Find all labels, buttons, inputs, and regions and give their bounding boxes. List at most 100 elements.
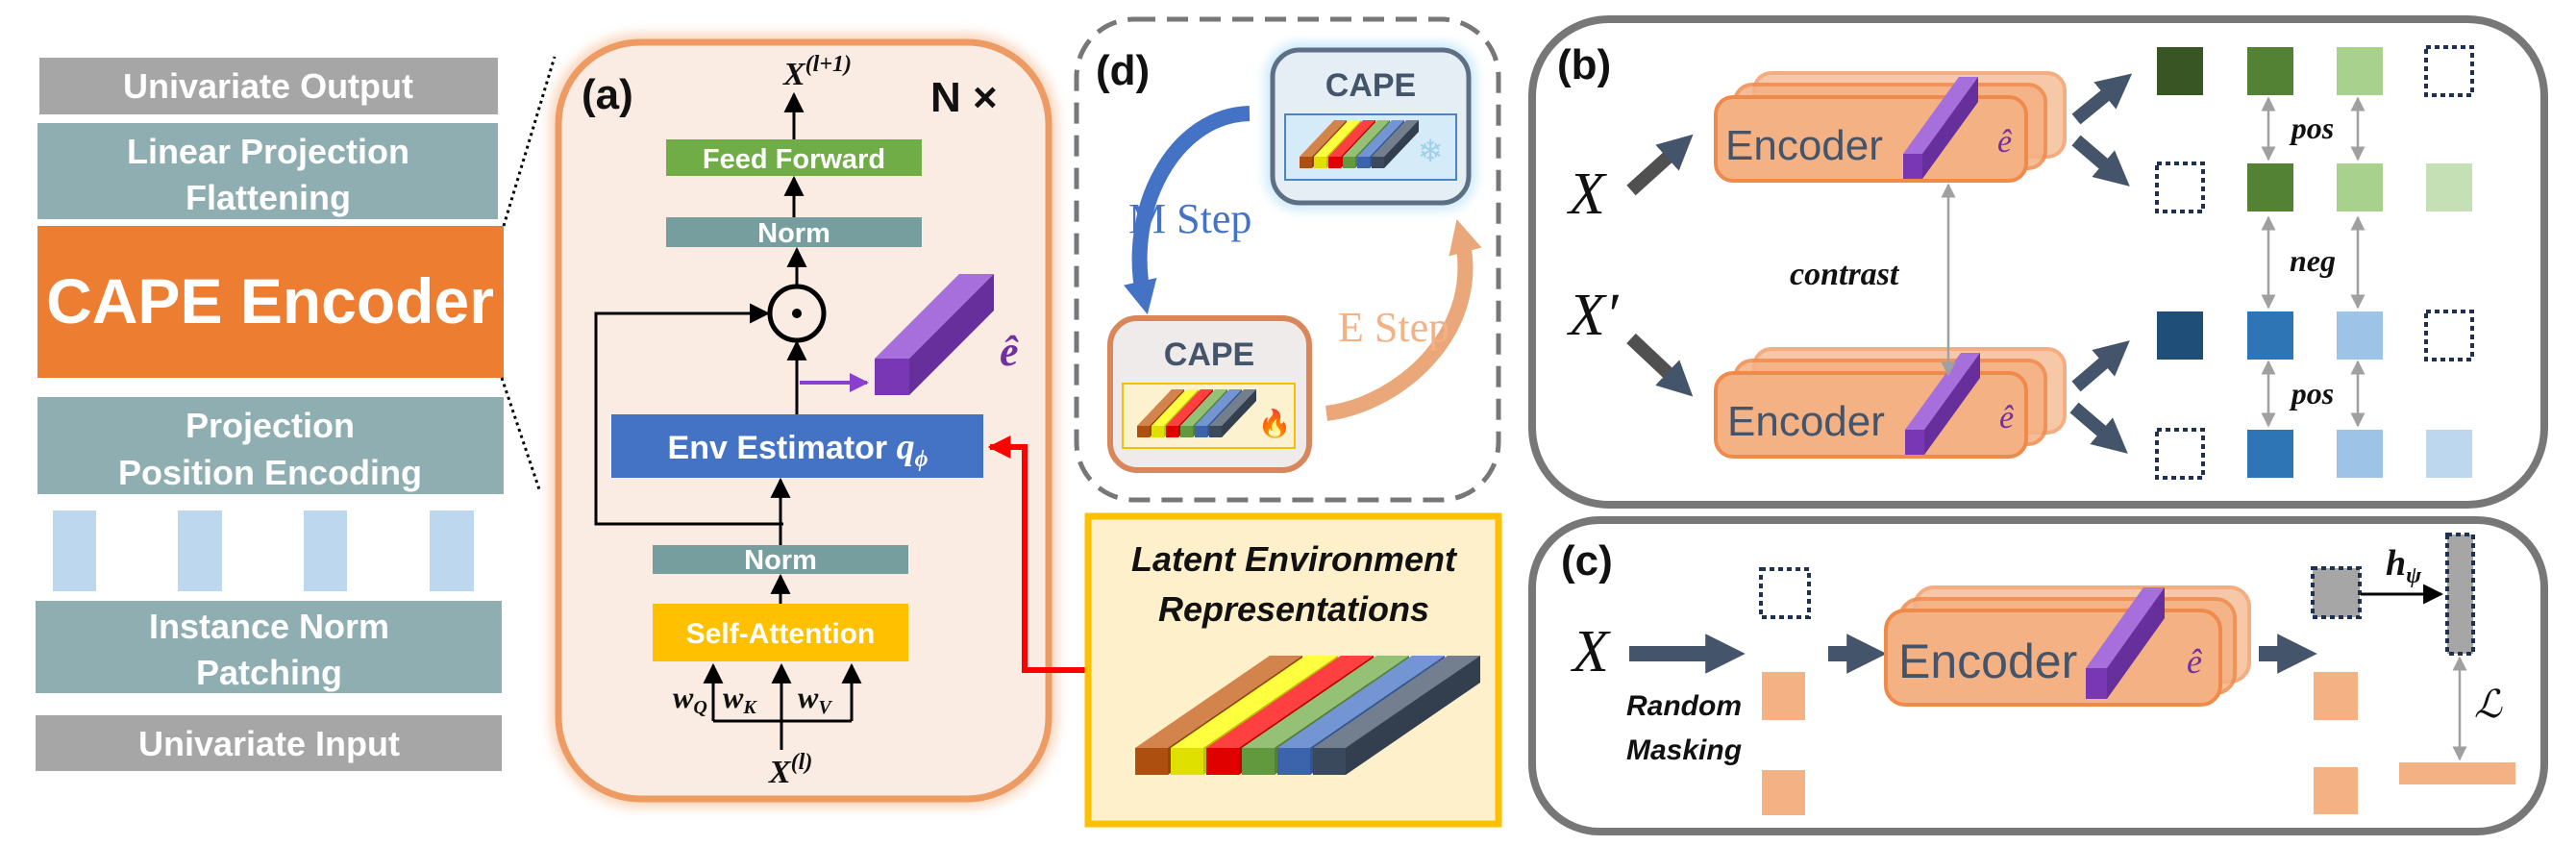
feed-forward-label: Feed Forward	[703, 144, 885, 175]
cape-encoder-label: CAPE Encoder	[46, 265, 494, 336]
weight-q-label: wQ	[673, 680, 707, 718]
feed-forward-block	[666, 139, 922, 176]
bar-front-shade	[1372, 157, 1384, 168]
bar-front-face	[1171, 748, 1203, 775]
cape-top-label: CAPE	[1325, 67, 1416, 104]
latent-env-bar-5	[1209, 389, 1256, 437]
env-estimator-block	[611, 414, 983, 478]
bar-front-face	[1137, 426, 1150, 437]
latent-title-line2: Representations	[1158, 589, 1429, 629]
bar-top-face	[2086, 587, 2165, 668]
projection-block	[37, 397, 504, 494]
bar-front-face	[1195, 426, 1207, 437]
input-x: X	[1566, 162, 1607, 227]
linear-projection-block	[37, 123, 498, 219]
contrast-label: contrast	[1790, 257, 1900, 292]
output-patch	[2314, 672, 2358, 720]
bar-front-face	[1343, 157, 1355, 168]
bar-front-shade	[1905, 430, 1924, 455]
representation-square	[2426, 430, 2472, 478]
bar-top-highlight	[1905, 353, 1980, 430]
representation-square	[2337, 311, 2383, 360]
bar-front-face	[2086, 668, 2107, 699]
bar-top-face	[1903, 77, 1978, 154]
bar-side-face	[1222, 389, 1256, 437]
input-x-prime: X′	[1566, 283, 1620, 348]
bar-top-highlight	[1313, 656, 1480, 748]
output-variable: X(l+1)	[782, 52, 852, 92]
masked-representation-square	[2424, 45, 2474, 97]
pos-label-bottom: pos	[2289, 376, 2334, 411]
bar-top-highlight	[1300, 120, 1347, 157]
masking-label: Masking	[1626, 734, 1742, 766]
representation-square	[2337, 47, 2383, 95]
bar-top-highlight	[1166, 389, 1213, 426]
bar-top-face	[1166, 389, 1213, 426]
representation-square	[2247, 47, 2293, 95]
norm-top-label: Norm	[757, 218, 830, 249]
representation-square	[2157, 311, 2203, 360]
bar-front-shade	[1171, 748, 1203, 775]
masked-output-patch	[2311, 566, 2362, 619]
bar-top-face	[1277, 656, 1445, 748]
skip-connection	[594, 303, 783, 526]
env-bar	[2086, 587, 2165, 699]
env-embedding-bar	[875, 274, 994, 395]
left-stack: Univariate Output Linear Projection Flat…	[36, 56, 557, 771]
bar-top-highlight	[1171, 656, 1338, 748]
encoder-bottom: Encoder ê	[1714, 347, 2067, 459]
univariate-output-label: Univariate Output	[123, 66, 413, 106]
bar-front-shade	[1357, 157, 1370, 168]
self-attention-label: Self-Attention	[686, 618, 876, 650]
bar-front-shade	[1314, 157, 1326, 168]
bar-front-face	[1328, 157, 1341, 168]
m-step-label: M Step	[1128, 195, 1251, 242]
bar-front-shade	[1135, 748, 1168, 775]
random-label: Random	[1626, 690, 1742, 722]
bar-top-face	[1313, 656, 1480, 748]
encoder-label: Encoder	[1898, 634, 2077, 688]
bar-top-highlight	[1195, 389, 1242, 426]
arrow-encoder-to-row1	[2071, 73, 2133, 125]
arrow-encoder-to-row2	[2071, 135, 2130, 187]
bar-top-face	[1206, 656, 1374, 748]
bar-top-highlight	[1137, 389, 1184, 426]
repeat-n-label: N ×	[930, 74, 998, 121]
bar-front-shade	[1209, 426, 1222, 437]
linear-projection-label: Linear Projection	[127, 132, 409, 171]
latent-env-bar-5	[1313, 656, 1480, 775]
self-attention-block	[653, 604, 908, 661]
bar-top-face	[1905, 353, 1980, 430]
weight-k-label: wK	[723, 680, 757, 718]
patch	[304, 510, 347, 591]
bar-front-shade	[1166, 426, 1178, 437]
panel-d-label: (d)	[1096, 47, 1150, 94]
fire-icon: 🔥	[1258, 408, 1292, 439]
env-hat-label: ê	[2187, 642, 2202, 681]
bar-front-shade	[1313, 748, 1346, 775]
projected-vector	[2445, 533, 2475, 656]
univariate-output-block	[39, 58, 498, 114]
bar-top-highlight	[1277, 656, 1445, 748]
arrow-x-to-encoder	[1626, 134, 1694, 196]
instance-norm-label: Instance Norm	[149, 607, 389, 646]
bar-front-face	[1903, 154, 1922, 179]
env-embedding-bar	[1905, 353, 1980, 455]
bar-side-shade	[1346, 656, 1480, 775]
bar-front-shade	[1277, 748, 1310, 775]
target-patch	[2399, 762, 2515, 784]
bar-side-face	[909, 274, 994, 395]
representation-square	[2337, 163, 2383, 212]
flattening-label: Flattening	[186, 178, 351, 217]
bar-front-face	[1277, 748, 1310, 775]
loss-label: ℒ	[2474, 683, 2503, 726]
bar-front-shade	[1343, 157, 1355, 168]
panel-c: (c) X Random Masking Encoder ê hψ ℒ	[1528, 516, 2548, 835]
env-hat-label: ê	[1999, 400, 2015, 435]
bar-front-shade	[1300, 157, 1312, 168]
bar-top-face	[1195, 389, 1242, 426]
bar-front-shade	[2086, 668, 2107, 699]
bar-front-shade	[875, 359, 909, 395]
bar-top-highlight	[875, 274, 994, 359]
latent-to-env-arrow	[987, 435, 1088, 673]
